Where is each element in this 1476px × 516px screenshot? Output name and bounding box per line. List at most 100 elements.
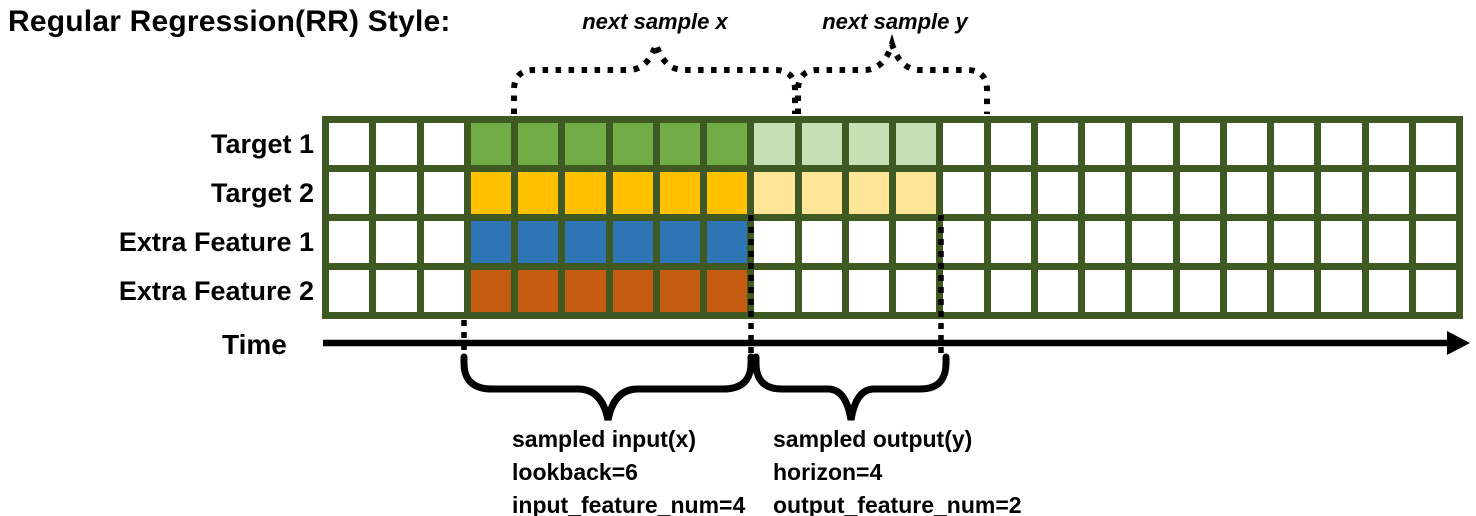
grid-cell [565,270,606,312]
grid-cell [848,172,889,214]
grid-cell [423,172,464,214]
grid-cell [518,172,559,214]
page-title: Regular Regression(RR) Style: [8,5,451,38]
grid-cell [1037,270,1078,312]
next-sample-y-brace [795,33,990,114]
grid-cell [896,221,937,263]
grid-cell [1274,270,1315,312]
lookback-value: lookback=6 [512,459,638,485]
grid-cell [1085,221,1126,263]
grid-cell [1037,123,1078,165]
row-label-extra-feature-1: Extra Feature 1 [118,226,314,257]
grid-cell [1132,221,1173,263]
time-axis-arrowhead [1447,331,1470,355]
next-sample-y-label: next sample y [822,9,968,34]
time-axis-label: Time [222,329,287,360]
input-feature-num-value: input_feature_num=4 [512,492,746,516]
grid-cell [376,123,417,165]
grid-cell [1037,221,1078,263]
grid-cell [1179,172,1220,214]
grid-cell [707,172,748,214]
grid-cell [470,123,511,165]
sampled-output-annotation: sampled output(y) horizon=4 output_featu… [773,423,1022,516]
grid-cell [1226,172,1267,214]
grid-cell [376,172,417,214]
grid-cell [801,172,842,214]
grid-cell [1415,172,1456,214]
grid-cell [1274,172,1315,214]
sampled-input-brace [460,353,755,421]
grid-cell [329,123,370,165]
grid-cell [1274,221,1315,263]
next-sample-x-brace [511,33,798,114]
grid-cell [659,172,700,214]
sampled-output-brace [752,353,950,421]
grid-cell [1368,172,1409,214]
grid-cell [470,270,511,312]
grid-cell [612,172,653,214]
grid-cell [1274,123,1315,165]
grid-cell [1132,270,1173,312]
horizon-value: horizon=4 [773,459,883,485]
grid-cell [990,172,1031,214]
grid-cell [1321,221,1362,263]
row-label-target-1: Target 1 [210,128,314,159]
grid-cell [1368,221,1409,263]
grid-cell [801,221,842,263]
grid-cell [1132,123,1173,165]
grid-cell [707,123,748,165]
grid-cell [1085,172,1126,214]
grid-cell [612,221,653,263]
sampled-input-annotation: sampled input(x) lookback=6 input_featur… [512,423,745,516]
grid-cell [423,270,464,312]
grid-cell [1085,123,1126,165]
grid-cell [376,221,417,263]
grid-cell [518,221,559,263]
grid-cell [990,270,1031,312]
grid-cell [943,221,984,263]
grid-cell [329,172,370,214]
grid-cell [423,123,464,165]
grid-cell [1179,123,1220,165]
grid-cell [754,221,795,263]
grid-cell [801,270,842,312]
grid-cell [848,270,889,312]
sample-grid [322,116,1463,319]
grid-cell [1415,123,1456,165]
grid-cell [659,123,700,165]
output-feature-num-value: output_feature_num=2 [773,492,1022,516]
sampled-input-title: sampled input(x) [512,426,697,452]
grid-cell [612,123,653,165]
grid-cell [565,221,606,263]
grid-cell [1368,123,1409,165]
sampled-output-title: sampled output(y) [773,426,973,452]
grid-cell [659,221,700,263]
grid-cell [801,123,842,165]
grid-cell [659,270,700,312]
grid-cell [1226,270,1267,312]
grid-cell [707,270,748,312]
grid-cell [1179,270,1220,312]
grid-cell [1415,221,1456,263]
grid-cell [376,270,417,312]
grid-cell [1321,172,1362,214]
grid-cell [329,221,370,263]
grid-cell [896,270,937,312]
grid-cell [990,221,1031,263]
row-label-extra-feature-2: Extra Feature 2 [118,275,314,306]
grid-cell [848,221,889,263]
grid-cell [1179,221,1220,263]
row-labels: Target 1 Target 2 Extra Feature 1 Extra … [0,116,314,319]
grid-cell [1037,172,1078,214]
grid-cell [896,123,937,165]
grid-cell [518,270,559,312]
grid-cell [754,270,795,312]
next-sample-x-label: next sample x [582,9,728,34]
grid-cell [423,221,464,263]
grid-cell [1415,270,1456,312]
grid-cell [1321,270,1362,312]
grid-cell [1085,270,1126,312]
grid-cell [565,172,606,214]
